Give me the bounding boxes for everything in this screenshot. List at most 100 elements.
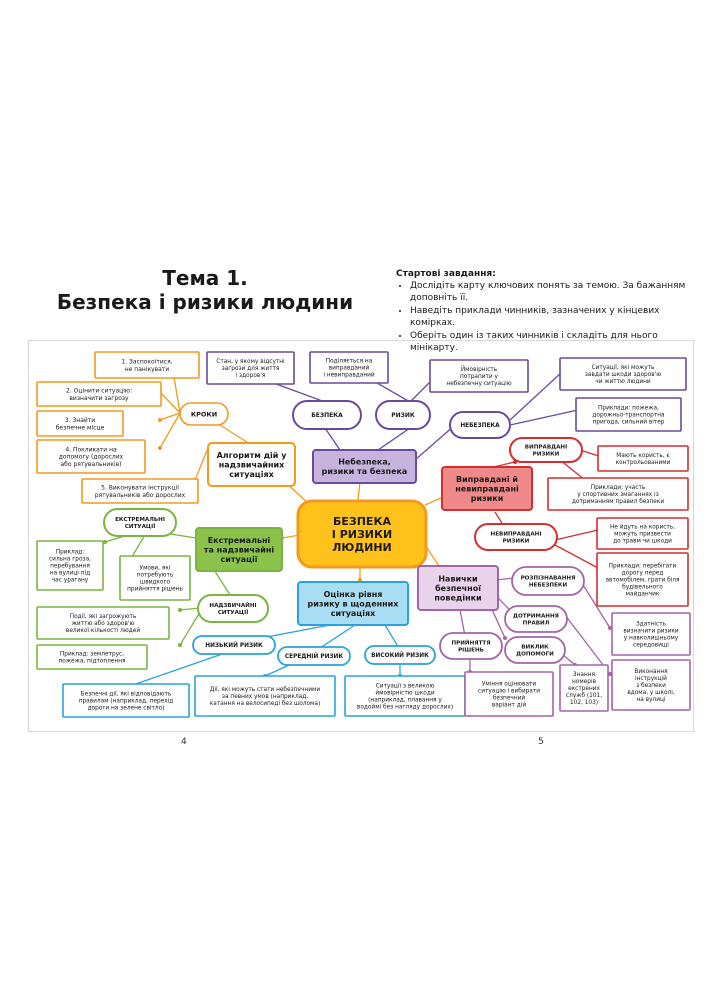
connector-line: [179, 611, 201, 646]
high-risk-node-frame: [364, 645, 436, 665]
emerg-sit-node-frame: [197, 594, 269, 623]
nebezpeka-node-frame: [449, 411, 511, 439]
connector-dot: [503, 636, 507, 640]
page-title: Тема 1. Безпека і ризики людини: [30, 266, 380, 315]
connector-line: [316, 624, 356, 651]
starter-tasks-title: Стартові завдання:: [396, 269, 496, 279]
decision-node-frame: [439, 632, 503, 660]
nebezpeka-def-box-frame: [559, 357, 687, 391]
connector-dot: [178, 608, 182, 612]
connector-line: [377, 427, 411, 451]
task-item: Дослідіть карту ключових понять за темою…: [410, 281, 696, 304]
bezpeka-def-box-frame: [206, 351, 295, 385]
kroky-node-text: КРОКИ: [191, 410, 217, 418]
risk-level-node-frame: [297, 581, 409, 626]
step-4-box-frame: [36, 439, 146, 474]
emerg-ex-box-frame: [36, 644, 148, 670]
connector-line: [357, 481, 361, 501]
kroky-node: КРОКИ: [179, 402, 229, 426]
medium-risk-node: СЕРЕДНІЙ РИЗИК: [277, 646, 351, 666]
connector-dot: [158, 446, 162, 450]
ryzyk-node-frame: [375, 400, 431, 430]
connector-line: [559, 459, 586, 481]
unjust-risk-node-frame: [474, 523, 558, 551]
connector-line: [414, 424, 456, 461]
title-line-1: Тема 1.: [162, 266, 248, 290]
step-3-box-frame: [36, 410, 124, 437]
emerg-ex-box: Приклад: землетрус,пожежа, підтоплення: [36, 644, 148, 670]
connector-dot: [103, 540, 107, 544]
connector-line: [179, 607, 201, 611]
connector-line: [324, 427, 341, 451]
connector-dot: [158, 418, 162, 422]
connector-line: [159, 391, 181, 414]
low-risk-node: НИЗЬКИЙ РИЗИК: [192, 635, 276, 655]
nebezpeka-ex-box-frame: [575, 397, 682, 432]
connector-line: [509, 409, 579, 426]
step-2-box-text: 2. Оцінити ситуацію:визначити загрозу: [66, 388, 132, 402]
step-2-box: 2. Оцінити ситуацію:визначити загрозу: [36, 381, 162, 407]
bezpeka-node-text: БЕЗПЕКА: [311, 412, 343, 419]
connector-line: [129, 651, 229, 687]
just-ex-box-frame: [547, 477, 689, 511]
connector-line: [509, 371, 563, 421]
step-2-box-frame: [36, 381, 162, 407]
bezpeka-node: БЕЗПЕКА: [292, 400, 362, 430]
connector-dot: [178, 643, 182, 647]
unjust-def-box-frame: [596, 517, 689, 550]
connector-dot: [608, 626, 612, 630]
low-risk-node-frame: [192, 635, 276, 655]
high-risk-node: ВИСОКИЙ РИЗИК: [364, 645, 436, 665]
kroky-node-frame: [179, 402, 229, 426]
connector-line: [554, 529, 599, 541]
recognize-def-box-frame: [611, 612, 691, 656]
page-number-left: 4: [181, 737, 187, 747]
medium-risk-def-box-frame: [194, 675, 336, 717]
high-risk-node-text: ВИСОКИЙ РИЗИК: [371, 651, 429, 659]
call-node-frame: [504, 636, 566, 664]
connector-line: [159, 412, 181, 421]
connector-line: [554, 544, 599, 569]
